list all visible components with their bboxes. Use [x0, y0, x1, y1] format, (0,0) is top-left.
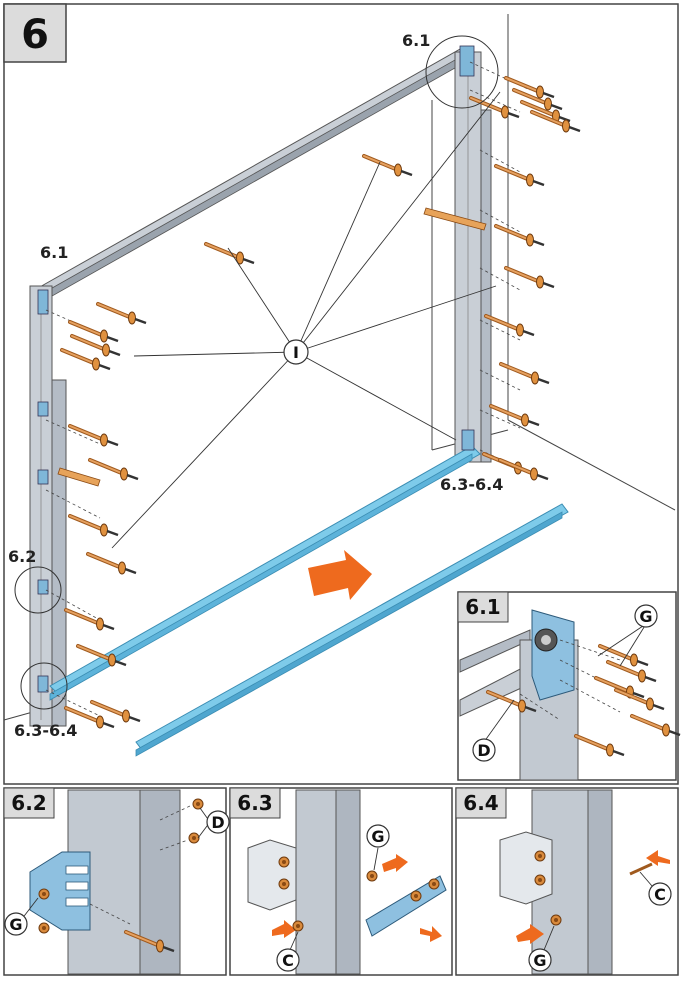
step-number: 6: [21, 12, 49, 58]
part-i-callout: I: [283, 339, 309, 365]
inset-detail-63: 6.3 G C: [229, 787, 453, 976]
label-detail-61-top: 6.1: [402, 31, 430, 50]
inset-61-title: 6.1: [465, 595, 500, 619]
inset-62-title: 6.2: [11, 791, 46, 815]
spacer-plates: [57, 207, 487, 487]
inset-64-title: 6.4: [463, 791, 498, 815]
label-detail-63-64-right: 6.3-6.4: [440, 475, 503, 494]
brackets: [37, 45, 475, 693]
left-post: [29, 285, 67, 727]
direction-arrow: [308, 550, 372, 600]
label-detail-62: 6.2: [8, 547, 36, 566]
detail-circles: [14, 35, 499, 710]
right-post: [454, 51, 492, 463]
inset-64-callout-g: G: [533, 951, 546, 970]
label-detail-61-left: 6.1: [40, 243, 68, 262]
part-i-leader-lines: [111, 91, 501, 549]
loose-rail-blue: [135, 503, 569, 757]
main-border: [3, 3, 679, 785]
inset-61-callout-d: D: [477, 741, 490, 760]
label-detail-63-64-left: 6.3-6.4: [14, 721, 77, 740]
inset-64-callout-c: C: [654, 885, 666, 904]
inset-63-title: 6.3: [237, 791, 272, 815]
inset-detail-64: 6.4 C G: [455, 787, 679, 976]
step-number-box: 6: [3, 3, 67, 63]
inset-62-callout-g: G: [9, 915, 22, 934]
wall-lines: [3, 14, 676, 721]
inset-63-callout-g: G: [371, 827, 384, 846]
inset-detail-61: 6.1 G D: [457, 591, 682, 781]
inset-62-callout-d: D: [211, 813, 224, 832]
inset-63-callout-c: C: [282, 951, 294, 970]
top-frame-profile: [37, 47, 473, 305]
inset-detail-62: 6.2 D G: [3, 787, 230, 976]
inset-61-callout-g: G: [639, 607, 652, 626]
part-i-letter: I: [293, 343, 299, 362]
floor-rail-blue: [49, 445, 481, 701]
